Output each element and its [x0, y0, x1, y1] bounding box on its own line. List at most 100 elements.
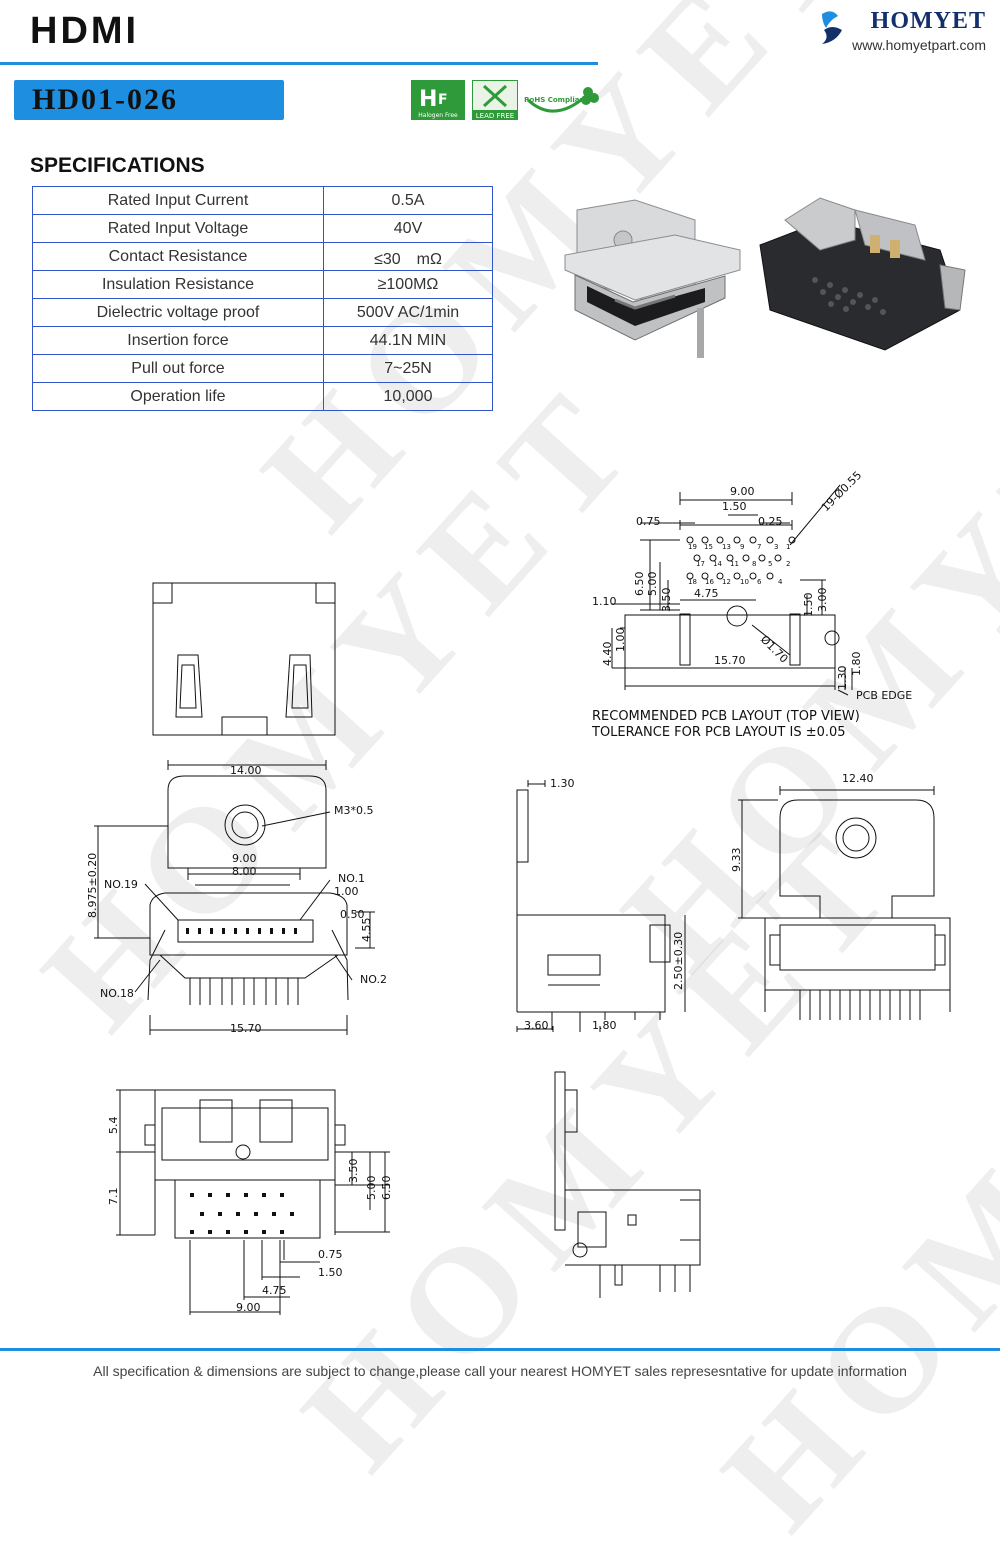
bottom-dim-0-75: 0.75 [318, 1248, 343, 1261]
pcb-dim-6-50: 6.50 [633, 572, 646, 597]
pcb-holes-label: 19-Ø0.55 [819, 469, 864, 514]
footer-note: All specification & dimensions are subje… [93, 1363, 907, 1379]
connector-rear-image [759, 197, 966, 351]
footer-rule [0, 1348, 1000, 1351]
spec-label: Insulation Resistance [32, 270, 324, 299]
model-box: HD01-026 [14, 80, 284, 120]
bottom-dim-9-00: 9.00 [236, 1301, 261, 1314]
pcb-dim-0-75: 0.75 [636, 515, 661, 528]
side-dim-2-50: 2.50±0.30 [672, 932, 685, 990]
bottom-dim-3-50: 3.50 [347, 1159, 360, 1184]
svg-text:Halogen Free: Halogen Free [418, 112, 458, 119]
pcb-dim-4-75: 4.75 [694, 587, 719, 600]
pin-label: 8 [752, 560, 756, 568]
pin-label: 5 [768, 560, 772, 568]
bottom-dim-5-00: 5.00 [365, 1176, 378, 1201]
bottom-dim-4-75: 4.75 [262, 1284, 287, 1297]
front-no19-label: NO.19 [104, 878, 138, 891]
pcb-dim-4-40: 4.40 [601, 642, 614, 667]
pin-label: 9 [740, 543, 744, 551]
pcb-dim-1-80: 1.80 [850, 652, 863, 677]
spec-value: 44.1N MIN [323, 326, 493, 355]
pin-label: 18 [688, 578, 697, 586]
front-dim-9-00: 9.00 [232, 852, 257, 865]
pin-label: 6 [757, 578, 762, 586]
svg-text:RoHS Compliant: RoHS Compliant [524, 96, 588, 104]
pcb-pin-labels: 19 15 13 9 7 3 1 17 14 11 8 5 2 18 16 12… [688, 543, 790, 586]
pin-label: 7 [757, 543, 761, 551]
pcb-pin-holes [686, 536, 796, 580]
pin-label: 2 [786, 560, 790, 568]
pcb-note-line-1: RECOMMENDED PCB LAYOUT (TOP VIEW) [592, 709, 860, 724]
spec-label: Insertion force [32, 326, 324, 355]
pcb-dim-1-10: 1.10 [592, 595, 617, 608]
brand-name: HOMYET [870, 8, 986, 34]
spec-value: 0.5A [323, 186, 493, 215]
front-dim-15-70: 15.70 [230, 1022, 262, 1035]
pin-label: 16 [705, 578, 714, 586]
pcb-dim-hole-1-70: Ø1.70 [758, 633, 791, 666]
svg-text:H: H [419, 87, 437, 112]
svg-text:LEAD FREE: LEAD FREE [476, 112, 514, 120]
front-dim-14-00: 14.00 [230, 764, 262, 777]
pcb-dim-1-00: 1.00 [614, 628, 627, 653]
lead-free-badge: LEAD FREE [472, 80, 518, 120]
pcb-note-line-2: TOLERANCE FOR PCB LAYOUT IS ±0.05 [591, 725, 846, 740]
rear-dim-9-33: 9.33 [730, 848, 743, 873]
spec-value: 500V AC/1min [323, 298, 493, 327]
side-view-drawing [516, 780, 686, 1032]
pin-label: 10 [740, 578, 749, 586]
front-no18-label: NO.18 [100, 987, 134, 1000]
pin-label: 14 [713, 560, 722, 568]
spec-value: 40V [323, 214, 493, 243]
pcb-dim-15-70: 15.70 [714, 654, 746, 667]
page-title: HDMI [30, 10, 140, 52]
rohs-icon: RoHS Compliant [524, 87, 599, 113]
technical-drawings: 9.00 1.50 0.75 0.25 19-Ø0.55 6.50 5.00 3… [86, 469, 951, 1315]
spec-row: Contact Resistance≤30 mΩ [32, 242, 493, 271]
pcb-dim-3-50: 3.50 [660, 588, 673, 613]
pin-label: 15 [704, 543, 713, 551]
spec-label: Rated Input Current [32, 186, 324, 215]
spec-label: Rated Input Voltage [32, 214, 324, 243]
spec-label: Pull out force [32, 354, 324, 383]
side-dim-1-30: 1.30 [550, 777, 575, 790]
spec-value: 7~25N [323, 354, 493, 383]
front-no1-label: NO.1 [338, 872, 365, 885]
svg-text:F: F [438, 92, 448, 108]
rear-view-drawing [738, 786, 951, 1020]
front-dim-1-00: 1.00 [334, 885, 359, 898]
pin-label: 4 [778, 578, 783, 586]
halogen-free-badge: H F Halogen Free [411, 80, 465, 120]
bottom-dim-5-4: 5.4 [107, 1117, 120, 1135]
rear-dim-12-40: 12.40 [842, 772, 874, 785]
model-number: HD01-026 [32, 83, 178, 116]
lead-free-icon: LEAD FREE [472, 80, 518, 120]
pin-label: 12 [722, 578, 731, 586]
pcb-dim-0-25: 0.25 [758, 515, 783, 528]
front-dim-8-00: 8.00 [232, 865, 257, 878]
bottom-view-drawing [116, 1089, 390, 1315]
bottom-dim-1-50: 1.50 [318, 1266, 343, 1279]
brand-block: HOMYET www.homyetpart.com [822, 8, 986, 53]
front-thread-label: M3*0.5 [334, 804, 373, 817]
spec-value: ≤30 mΩ [323, 242, 493, 271]
front-no2-label: NO.2 [360, 973, 387, 986]
brand-logo-icon [822, 11, 843, 44]
pin-label: 11 [730, 560, 739, 568]
side-dim-3-60: 3.60 [524, 1019, 549, 1032]
connector-front-image [564, 199, 741, 358]
lower-side-view-drawing [554, 1071, 701, 1298]
spec-value: 10,000 [323, 382, 493, 411]
pcb-dim-9-00: 9.00 [730, 485, 755, 498]
front-dim-4-55: 4.55 [360, 918, 373, 943]
brand-url[interactable]: www.homyetpart.com [852, 37, 986, 53]
pcb-dim-3-00: 3.00 [816, 588, 829, 613]
side-dim-1-80: 1.80 [592, 1019, 617, 1032]
